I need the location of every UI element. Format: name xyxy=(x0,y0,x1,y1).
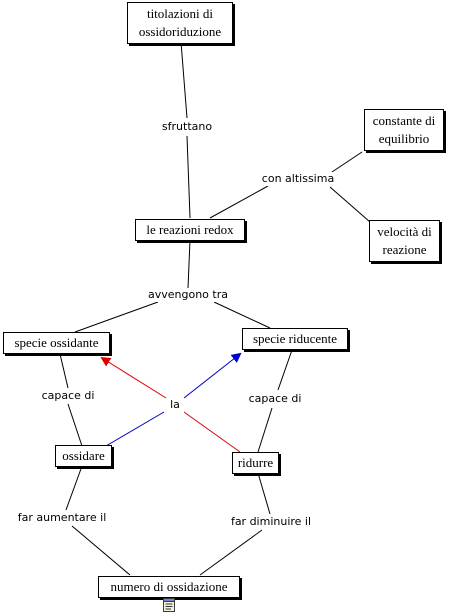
node-costante-line-2: equilibrio xyxy=(378,131,430,146)
node-riducente-label: specie riducente xyxy=(252,331,338,346)
edge-conaltissima-costante xyxy=(331,151,363,173)
edge-capacedi-ossidare xyxy=(67,403,83,447)
node-titolazioni-line-1: titolazioni di xyxy=(146,6,214,21)
blue-edge-ossidare-la xyxy=(105,411,165,447)
red-edge-ridurre-la xyxy=(183,411,241,453)
link-sfruttano[interactable]: sfruttano xyxy=(160,120,214,134)
edge-redox-avvengono xyxy=(187,239,191,289)
node-ridurre-label: ridurre xyxy=(237,455,274,470)
edge-faraumentare-numero xyxy=(71,525,131,576)
node-costante-line-1: constante di xyxy=(372,113,436,128)
link-la[interactable]: la xyxy=(169,398,181,412)
edge-avvengono-riducente xyxy=(213,301,271,329)
edge-riducente-capacedi xyxy=(277,349,293,391)
edge-ossidante-capacedi xyxy=(59,353,69,389)
node-costante[interactable]: constante di equilibrio xyxy=(364,109,444,151)
node-ossidante-label: specie ossidante xyxy=(14,335,99,350)
link-capace-di-right[interactable]: capace di xyxy=(247,392,303,406)
node-velocita[interactable]: velocità di reazione xyxy=(369,220,440,262)
node-ossidante[interactable]: specie ossidante xyxy=(3,332,110,354)
node-ossidare-label: ossidare xyxy=(62,448,105,463)
edge-sfruttano-redox xyxy=(186,135,191,219)
node-numero-label: numero di ossidazione xyxy=(110,579,228,594)
link-far-aumentare[interactable]: far aumentare il xyxy=(16,511,108,525)
blue-arrow-la-riducente xyxy=(183,352,242,399)
link-far-diminuire[interactable]: far diminuire il xyxy=(229,515,313,529)
edge-capacedi-ridurre xyxy=(257,407,273,453)
node-numero[interactable]: numero di ossidazione xyxy=(98,576,240,598)
node-redox[interactable]: le reazioni redox xyxy=(135,219,245,241)
node-ridurre[interactable]: ridurre xyxy=(232,452,279,474)
node-titolazioni-line-2: ossidoriduzione xyxy=(138,24,222,39)
node-redox-label: le reazioni redox xyxy=(146,222,234,237)
document-icon[interactable] xyxy=(163,598,175,612)
link-con-altissima[interactable]: con altissima xyxy=(260,172,336,186)
edge-titolazioni-sfruttano xyxy=(180,41,188,119)
edge-ridurre-fardiminuire xyxy=(257,472,271,515)
node-velocita-line-2: reazione xyxy=(382,242,427,257)
edge-avvengono-ossidante xyxy=(74,301,159,333)
edge-ossidare-faraumentare xyxy=(65,465,83,511)
node-titolazioni[interactable]: titolazioni di ossidoriduzione xyxy=(127,2,233,44)
node-velocita-line-1: velocità di xyxy=(377,224,432,239)
link-capace-di-left[interactable]: capace di xyxy=(40,389,96,403)
node-ossidare[interactable]: ossidare xyxy=(55,445,112,467)
edge-redox-conaltissima xyxy=(209,185,269,219)
link-avvengono-tra[interactable]: avvengono tra xyxy=(147,288,229,302)
red-arrow-la-ossidante xyxy=(100,356,167,399)
node-riducente[interactable]: specie riducente xyxy=(242,328,348,350)
edge-fardiminuire-numero xyxy=(199,529,263,576)
edge-conaltissima-velocita xyxy=(329,186,371,223)
